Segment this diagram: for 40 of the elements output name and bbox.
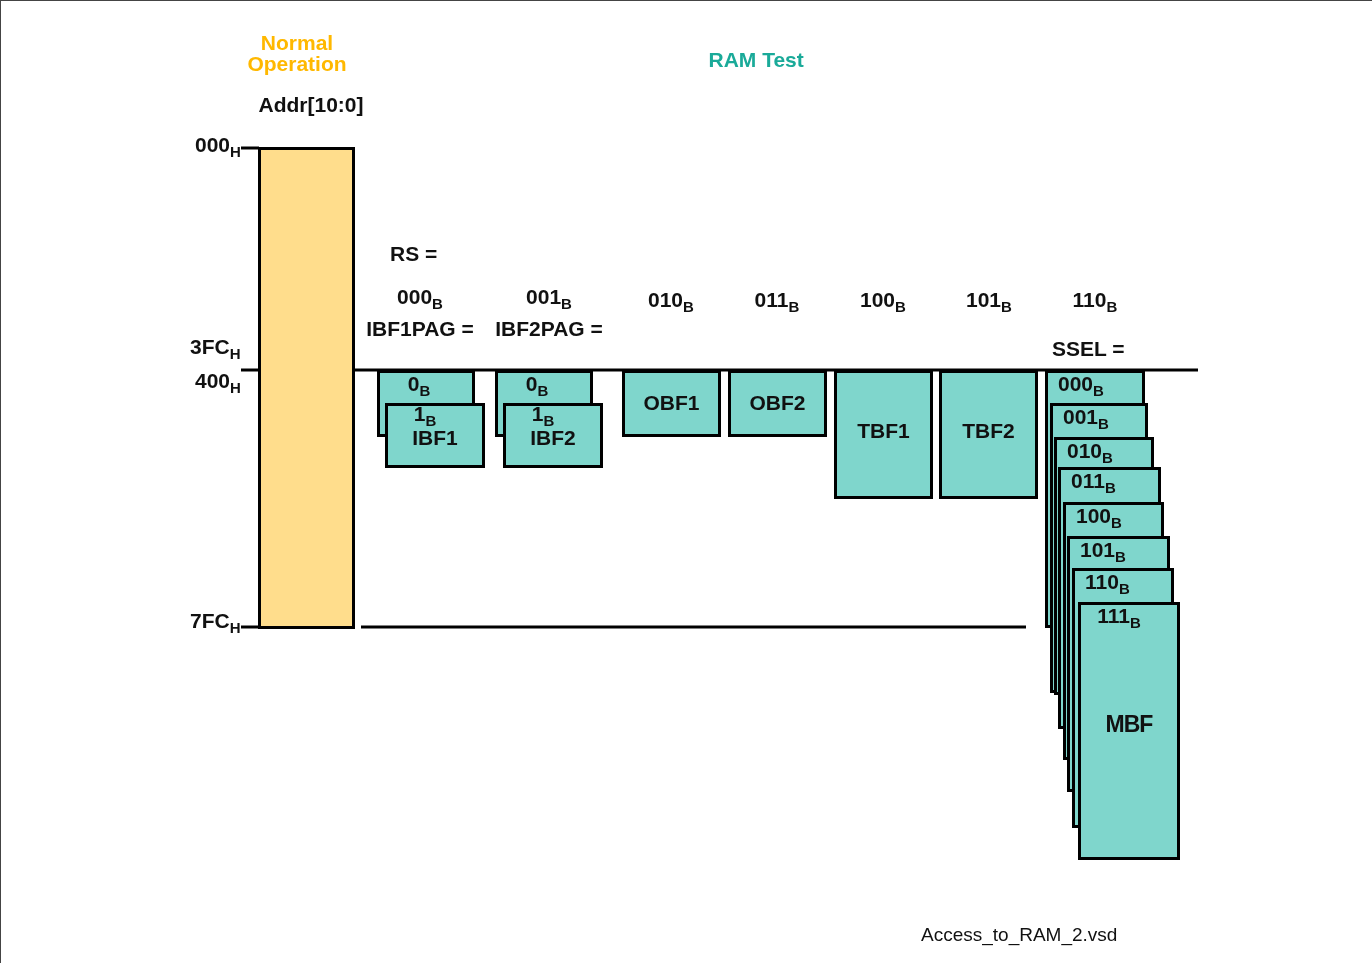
block-label: MBF [1104,712,1154,737]
message-buffer-block: 100$_{B}$ [1063,502,1164,536]
memory-column [258,147,355,629]
buffer-block: TBF2 [939,370,1038,499]
block-index: 1$_{B}$ [412,403,438,426]
message-buffer-block: 001$_{B}$ [1050,403,1148,437]
message-buffer-block: 101$_{B}$ [1067,536,1170,568]
column-heading: Normal Operation [246,32,348,74]
register-value: 001$_{B}$ IBF2PAG = [494,284,604,342]
bus-label: Addr[10:0] [258,93,364,117]
message-buffer-block: 110$_{B}$ [1072,568,1174,602]
register-value: 101$_{B}$ [966,288,1012,312]
column-heading: RAM Test [708,48,804,72]
message-buffer-block: 000$_{B}$ [1045,370,1145,403]
register-label: RS = [390,242,438,266]
register-label: SSEL = [1052,337,1125,361]
address-label: 000$_{H}$ [195,133,241,157]
register-value: 110$_{B}$ [1072,288,1118,312]
buffer-block: OBF2 [728,370,827,437]
address-label: 400$_{H}$ [195,369,241,393]
buffer-block: 0$_{B}$ [495,370,593,403]
register-value: 011$_{B}$ [754,288,800,312]
block-index: 111$_{B}$ [1096,605,1142,628]
block-label: IBF2 [529,427,577,450]
block-index: 1$_{B}$ [530,403,556,426]
message-buffer-block: 011$_{B}$ [1058,467,1161,502]
address-label: 3FC$_{H}$ [190,335,241,359]
register-value: 000$_{B}$ IBF1PAG = [365,284,475,342]
message-buffer-block [1078,602,1180,860]
block-label: IBF1 [411,427,459,450]
buffer-block [385,403,485,468]
buffer-block [503,403,603,468]
buffer-block: TBF1 [834,370,933,499]
buffer-block: 0$_{B}$ [377,370,475,403]
message-buffer-block: 010$_{B}$ [1054,437,1154,467]
file-name-caption: Access_to_RAM_2.vsd [921,925,1118,946]
buffer-block: OBF1 [622,370,721,437]
address-label: 7FC$_{H}$ [190,609,241,633]
register-value: 010$_{B}$ [648,288,694,312]
register-value: 100$_{B}$ [860,288,906,312]
